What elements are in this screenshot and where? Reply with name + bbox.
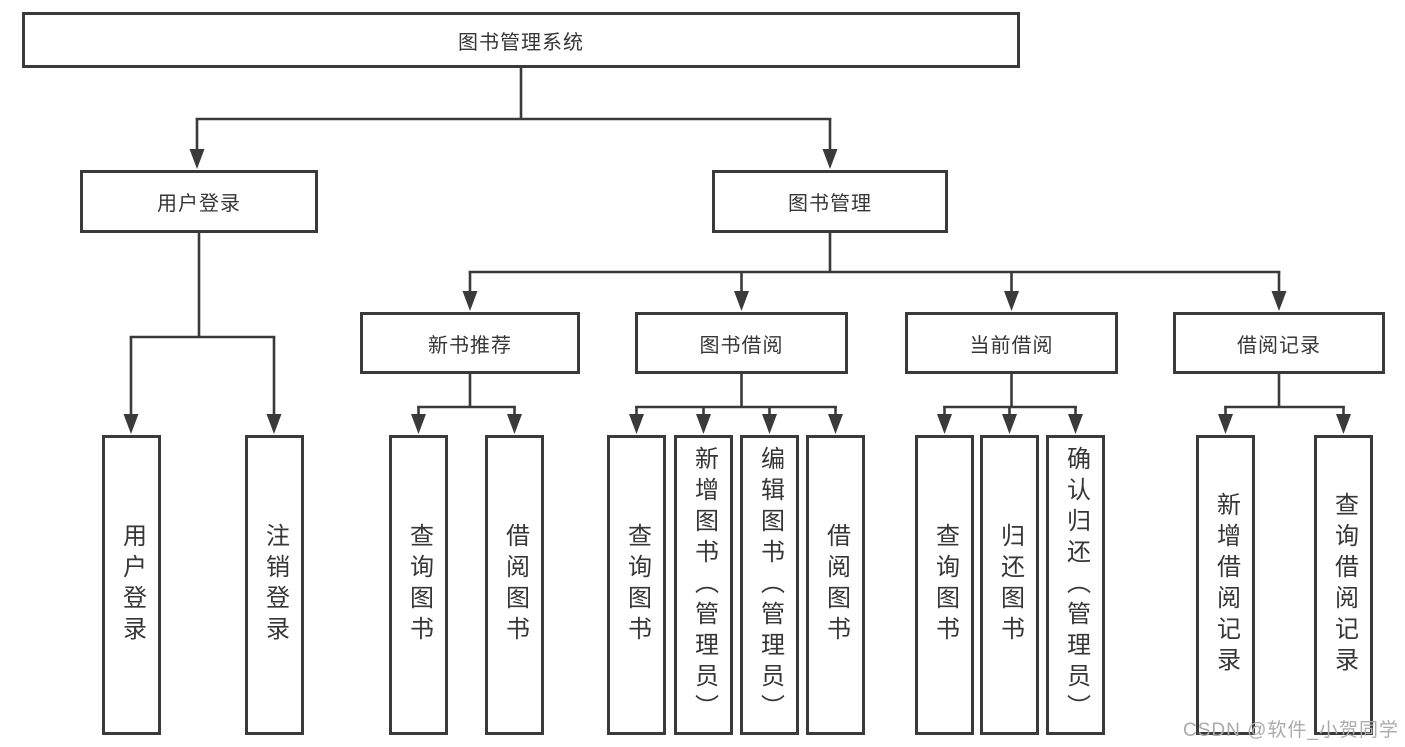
leaf-query-borrow-record: 查询借阅记录 — [1314, 435, 1373, 735]
node-library-management-system: 图书管理系统 — [22, 12, 1020, 68]
node-user-login: 用户登录 — [80, 170, 318, 233]
leaf-query-books-borrowing: 查询图书 — [607, 435, 666, 735]
leaf-borrow-books: 借阅图书 — [806, 435, 865, 735]
node-label: 用户登录 — [157, 193, 241, 215]
leaf-label: 查询借阅记录 — [1330, 492, 1358, 678]
leaf-label: 查询图书 — [623, 523, 651, 647]
leaf-add-book-admin: 新增图书（管理员） — [674, 435, 733, 735]
node-label: 图书管理 — [788, 193, 872, 215]
leaf-confirm-return-admin: 确认归还（管理员） — [1046, 435, 1105, 735]
node-borrowing-records: 借阅记录 — [1173, 312, 1385, 374]
leaf-query-books-current: 查询图书 — [915, 435, 974, 735]
leaf-label: 借阅图书 — [501, 523, 529, 647]
node-label: 图书借阅 — [699, 334, 784, 357]
csdn-watermark: CSDN @软件_小贺同学 — [1183, 720, 1399, 741]
leaf-label: 新增图书（管理员） — [690, 445, 718, 725]
leaf-return-books: 归还图书 — [980, 435, 1039, 735]
leaf-user-login: 用户登录 — [102, 435, 161, 735]
leaf-label: 新增借阅记录 — [1212, 492, 1240, 678]
leaf-label: 查询图书 — [931, 523, 959, 647]
leaf-query-books-recommend: 查询图书 — [389, 435, 448, 735]
node-label: 图书管理系统 — [458, 31, 584, 54]
leaf-label: 查询图书 — [405, 523, 433, 647]
leaf-label: 编辑图书（管理员） — [756, 445, 784, 725]
node-book-borrowing: 图书借阅 — [635, 312, 848, 374]
node-current-borrowing: 当前借阅 — [905, 312, 1118, 374]
node-label: 当前借阅 — [969, 334, 1054, 357]
leaf-add-borrow-record: 新增借阅记录 — [1196, 435, 1255, 735]
leaf-logout: 注销登录 — [245, 435, 304, 735]
node-new-book-recommendation: 新书推荐 — [360, 312, 580, 374]
leaf-label: 确认归还（管理员） — [1062, 445, 1090, 725]
leaf-borrow-books-recommend: 借阅图书 — [485, 435, 544, 735]
leaf-label: 归还图书 — [996, 523, 1024, 647]
node-book-management: 图书管理 — [712, 170, 948, 233]
leaf-label: 用户登录 — [118, 523, 146, 647]
leaf-edit-book-admin: 编辑图书（管理员） — [740, 435, 799, 735]
node-label: 借阅记录 — [1237, 334, 1321, 357]
node-label: 新书推荐 — [428, 334, 512, 357]
leaf-label: 借阅图书 — [822, 523, 850, 647]
leaf-label: 注销登录 — [261, 523, 289, 647]
